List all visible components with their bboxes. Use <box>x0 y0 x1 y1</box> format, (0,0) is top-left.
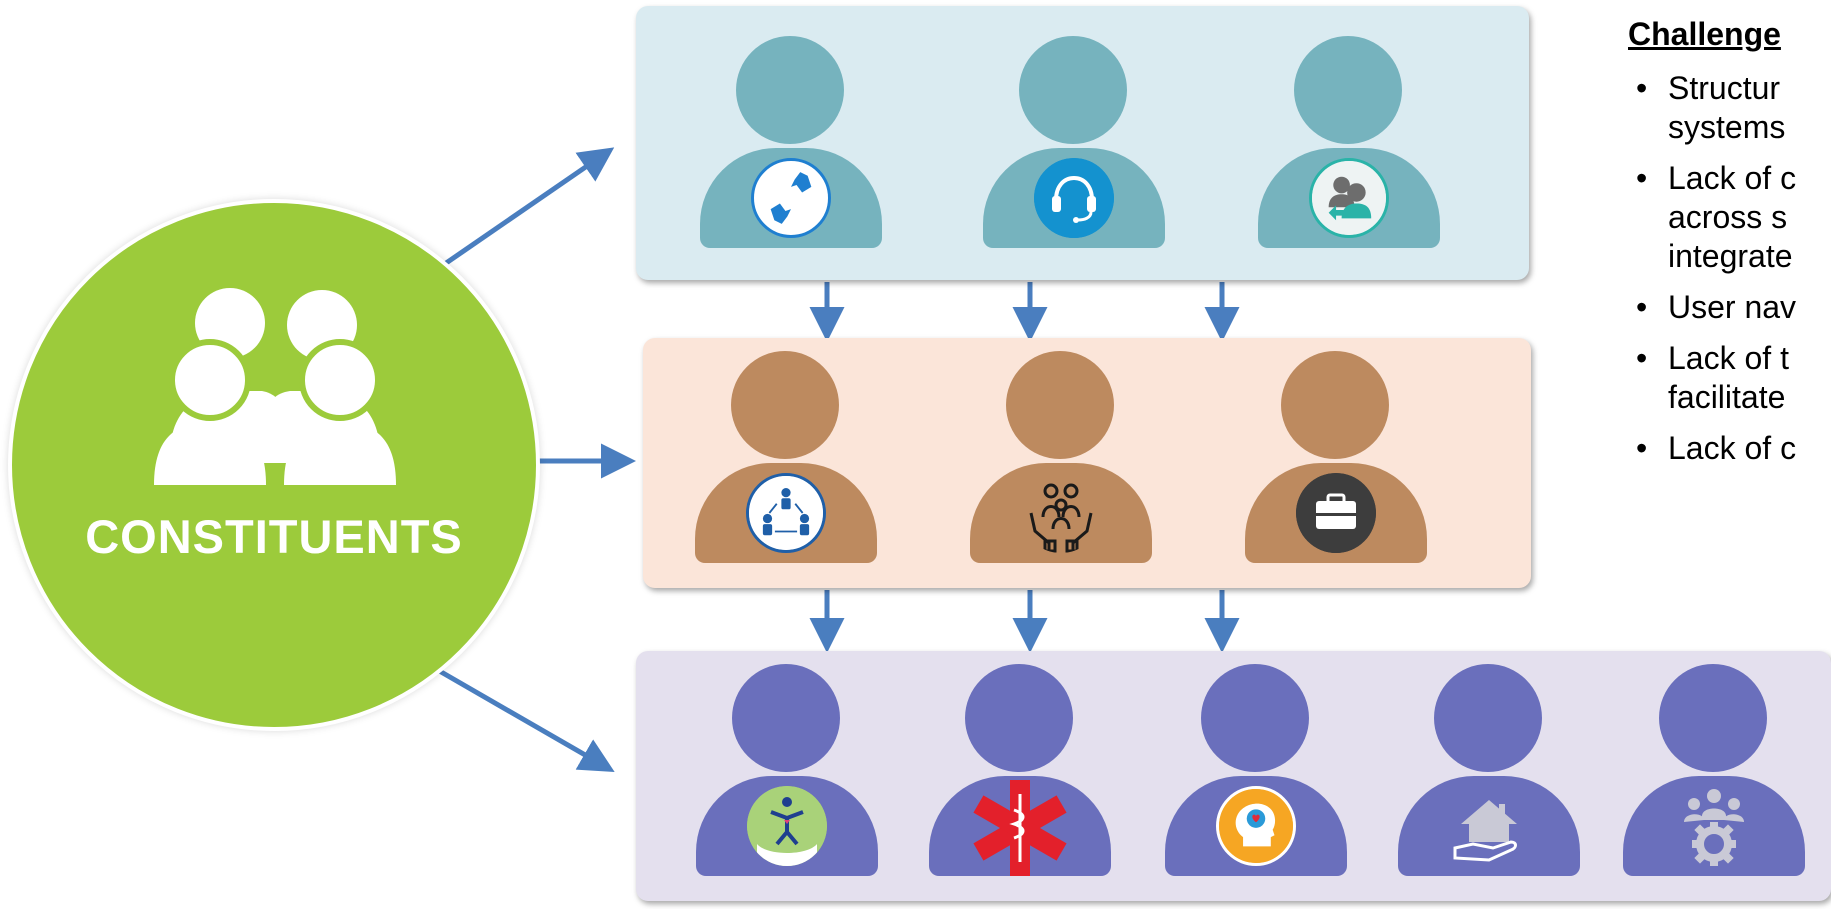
challenge-item-5: Lack of c <box>1628 429 1831 468</box>
challenges-section: Challenge Structur systems Lack of c acr… <box>1628 16 1831 480</box>
challenge-item-1: Structur systems <box>1628 69 1831 147</box>
arrow-to-bottom-tier <box>434 666 615 772</box>
housing-hand-icon <box>1449 786 1529 866</box>
briefcase-icon <box>1296 473 1376 553</box>
network-collaboration-icon <box>746 473 826 553</box>
challenge-item-2: Lack of c across s integrate <box>1628 159 1831 276</box>
challenges-heading: Challenge <box>1628 16 1781 52</box>
top-tier-person-3 <box>1258 36 1440 252</box>
middle-tier-person-2 <box>970 351 1152 567</box>
headset-support-icon <box>1034 158 1114 238</box>
bottom-tier-person-1 <box>696 664 878 880</box>
middle-tier-panel <box>643 338 1531 588</box>
bottom-tier-person-4 <box>1398 664 1580 880</box>
bottom-tier-person-5 <box>1623 664 1805 880</box>
bottom-tier-panel <box>636 651 1831 901</box>
user-exchange-icon <box>1309 158 1389 238</box>
bottom-tier-person-2 <box>929 664 1111 880</box>
constituents-label: CONSTITUENTS <box>85 510 463 563</box>
constituents-circle: CONSTITUENTS <box>8 199 540 731</box>
team-gear-icon <box>1674 786 1754 866</box>
top-tier-person-2 <box>983 36 1165 252</box>
helping-hands-icon <box>751 158 831 238</box>
family-care-icon <box>1021 473 1101 553</box>
mental-health-head-icon <box>1216 786 1296 866</box>
wellness-person-icon <box>747 786 827 866</box>
middle-tier-person-1 <box>695 351 877 567</box>
middle-tier-person-3 <box>1245 351 1427 567</box>
challenge-item-4: Lack of t facilitate <box>1628 339 1831 417</box>
arrow-to-top-tier <box>434 147 615 273</box>
group-of-people-icon <box>154 288 396 485</box>
top-tier-panel <box>636 6 1529 280</box>
challenge-item-3: User nav <box>1628 288 1831 327</box>
medical-star-of-life-icon <box>972 780 1068 876</box>
top-tier-person-1 <box>700 36 882 252</box>
bottom-tier-person-3 <box>1165 664 1347 880</box>
